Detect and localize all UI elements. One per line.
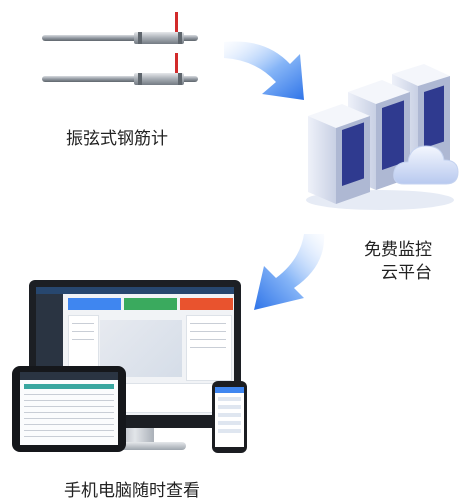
tablet-screen	[20, 372, 118, 445]
arrow-to-devices-icon	[254, 234, 325, 310]
arrow-to-cloud-icon	[224, 41, 304, 100]
cloud-caption-line1: 免费监控	[364, 240, 432, 260]
sensor-caption: 振弦式钢筋计	[66, 129, 168, 149]
cloud-icon	[393, 145, 459, 185]
rebar-sensor-icon	[42, 12, 198, 44]
rebar-sensor-icon	[42, 53, 198, 85]
devices-caption: 手机电脑随时查看	[64, 481, 200, 501]
monitor-base	[84, 442, 186, 450]
cloud-caption-line2: 云平台	[381, 263, 432, 283]
phone-screen	[215, 387, 244, 447]
